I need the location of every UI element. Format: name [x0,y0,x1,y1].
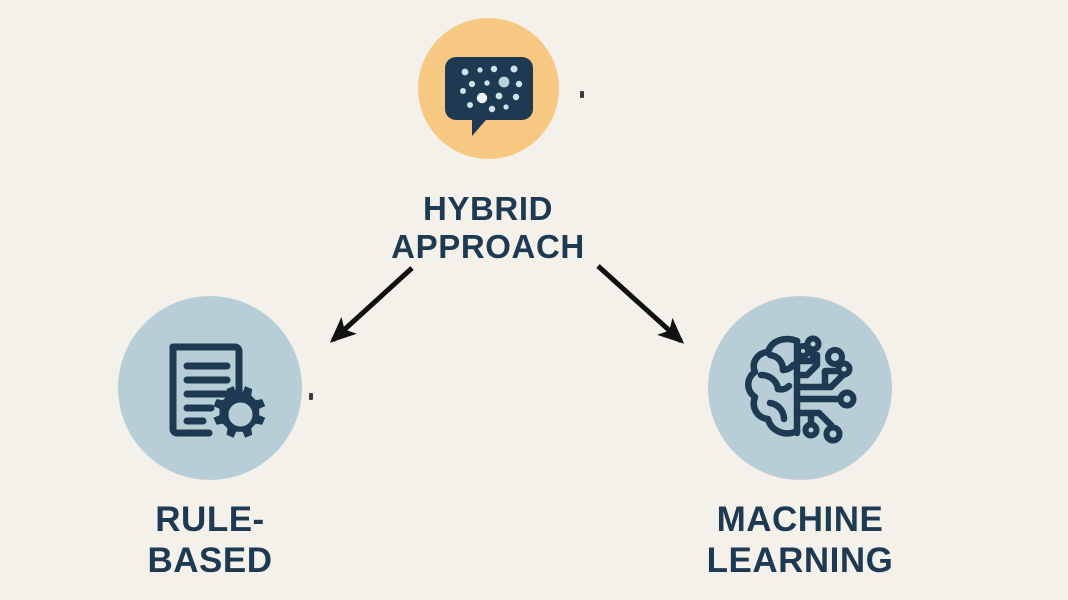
hybrid-approach-circle [418,18,559,159]
document-gear-icon [169,343,266,438]
artifact-speck-left [309,393,313,400]
brain-circuit-icon [745,335,857,444]
rule-based-label-line-2: BASED [147,540,273,580]
hybrid-label-line-1: HYBRID [422,190,554,227]
arrow-hybrid-to-rule-based [329,266,414,343]
artifact-speck-right [580,91,584,98]
arrow-hybrid-to-machine-learning [596,264,685,344]
hybrid-approach-label: HYBRID APPROACH [338,190,638,266]
machine-learning-label: MACHINE LEARNING [655,500,945,581]
ml-label-line-2: LEARNING [706,540,894,580]
rule-based-label-line-1: RULE- [155,500,265,539]
ml-label-line-1: MACHINE [716,500,884,539]
hybrid-label-line-2: APPROACH [391,227,585,265]
rule-based-label: RULE- BASED [70,500,350,581]
speech-bubble-dots-icon [444,56,533,136]
machine-learning-circle [708,296,892,480]
rule-based-circle [118,296,302,480]
